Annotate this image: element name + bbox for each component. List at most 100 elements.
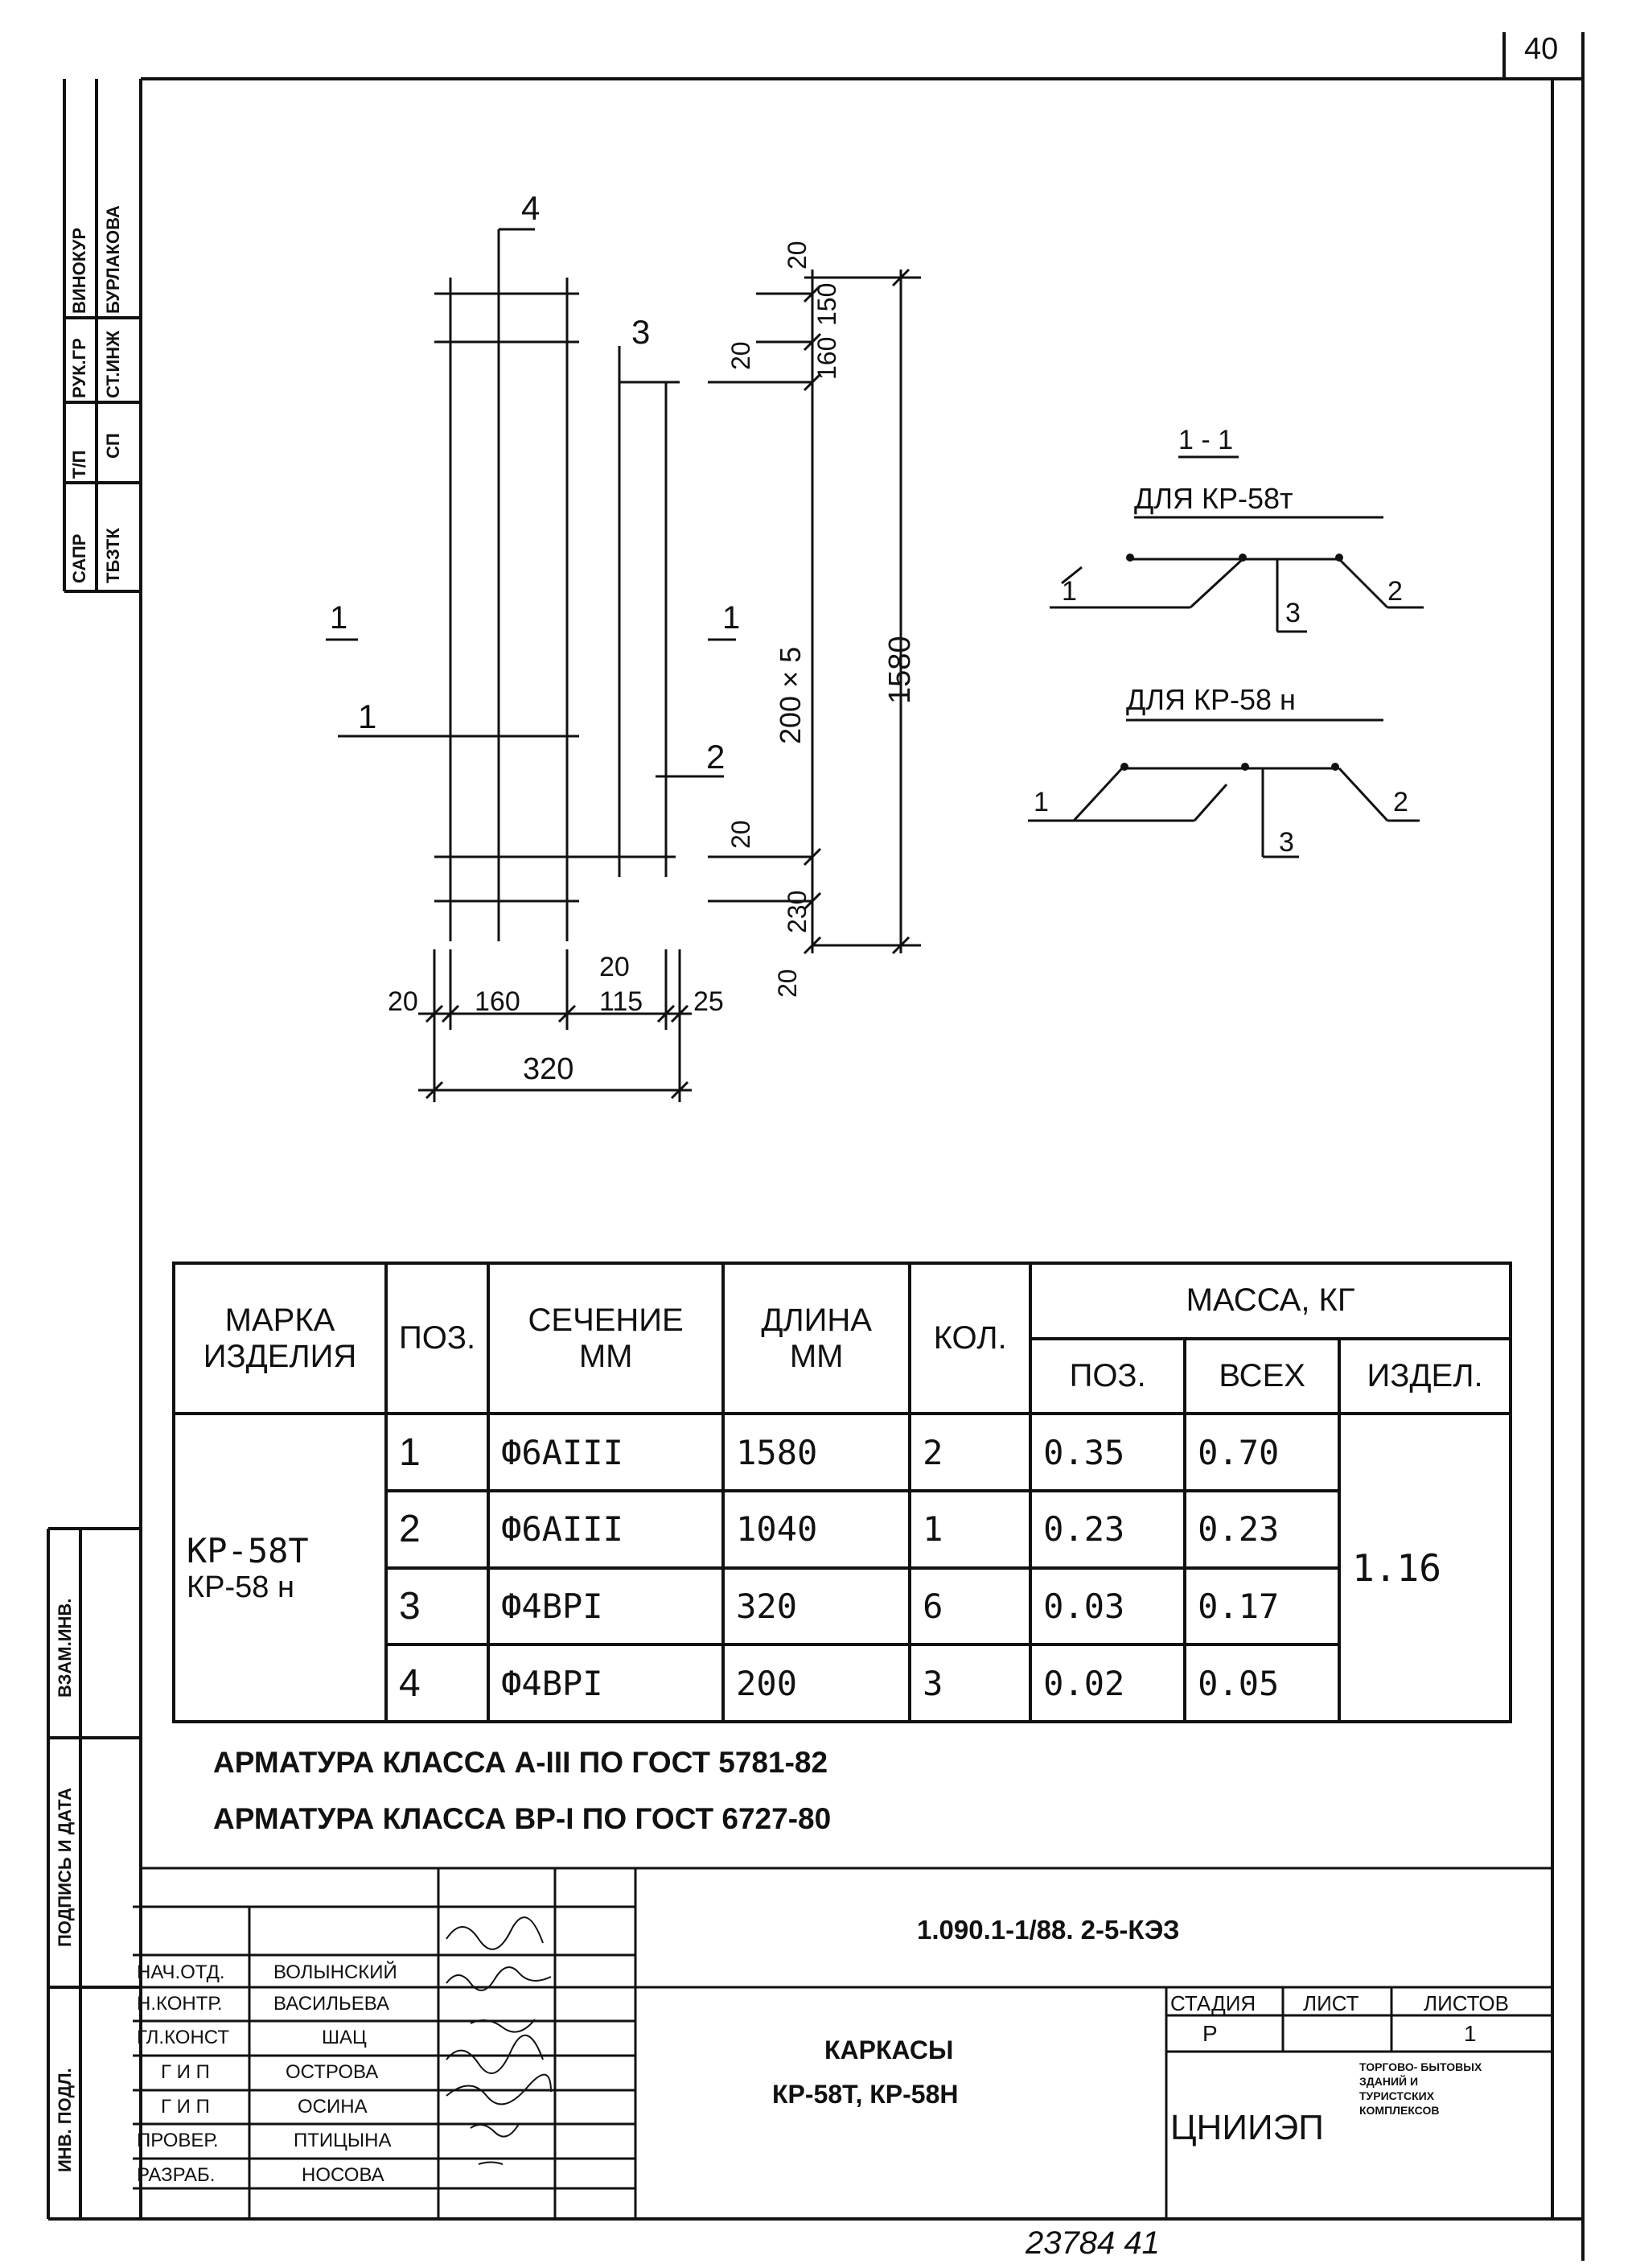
section-h-label-2: 2 bbox=[1393, 787, 1408, 817]
signer-role: ПРОВЕР. bbox=[137, 2130, 219, 2151]
dim-total: 1580 bbox=[883, 636, 917, 704]
dim-bottom-b320: 320 bbox=[523, 1052, 574, 1086]
cell-qty: 1 bbox=[908, 1488, 1033, 1570]
dim-20b: 20 bbox=[726, 820, 755, 849]
dim-bottom-b160: 160 bbox=[475, 986, 520, 1017]
section-h-label-1: 1 bbox=[1034, 787, 1049, 817]
sheets-value: 1 bbox=[1464, 2021, 1477, 2046]
dim-bottom-b115: 115 bbox=[599, 986, 643, 1017]
signer-name: НОСОВА bbox=[302, 2164, 384, 2186]
cell-mass-all: 0.17 bbox=[1183, 1566, 1342, 1647]
left-strip-signature: ПОДПИСЬ И ДАТА bbox=[55, 1787, 75, 1947]
dim-160: 160 bbox=[812, 336, 841, 380]
section-mark-left: 1 bbox=[330, 600, 348, 636]
left-strip-replace: ВЗАМ.ИНВ. bbox=[55, 1598, 75, 1698]
section-h-label-3: 3 bbox=[1279, 827, 1294, 858]
section-t-label-2: 2 bbox=[1387, 576, 1403, 607]
signer-name: ОСТРОВА bbox=[286, 2061, 379, 2083]
cell-mass-all: 0.70 bbox=[1183, 1412, 1342, 1492]
signer-role: РАЗРАБ. bbox=[137, 2164, 216, 2186]
table-row: 2 Ф6АIII 1040 1 0.23 0.23 bbox=[174, 1488, 1511, 1570]
dim-bottom-20: 20 bbox=[773, 969, 802, 998]
th-length: ДЛИНА ММ bbox=[721, 1261, 912, 1416]
cell-section: Ф4ВРI bbox=[487, 1643, 726, 1723]
cell-qty: 6 bbox=[908, 1566, 1033, 1647]
drawing-title-2: КР-58Т, КР-58Н bbox=[772, 2080, 959, 2109]
section-mark-right: 1 bbox=[722, 600, 741, 636]
th-mass-item: ИЗДЕЛ. bbox=[1338, 1336, 1512, 1416]
stage-value: Р bbox=[1202, 2021, 1218, 2046]
cell-length: 1580 bbox=[721, 1412, 912, 1492]
signer-name: ШАЦ bbox=[322, 2027, 367, 2048]
sheet-label: ЛИСТ bbox=[1303, 1991, 1359, 2015]
cell-section: Ф6АIII bbox=[487, 1412, 726, 1492]
side-name: ТБЗТК bbox=[103, 528, 123, 583]
signer-role: Н.КОНТР. bbox=[137, 1993, 223, 2015]
cell-length: 1040 bbox=[721, 1488, 912, 1570]
dim-top-20: 20 bbox=[783, 241, 812, 270]
drawing-code: 1.090.1-1/88. 2-5-КЭЗ bbox=[917, 1915, 1180, 1945]
section-title: 1 - 1 bbox=[1178, 425, 1234, 455]
table-row: 3 Ф4ВРI 320 6 0.03 0.17 bbox=[174, 1566, 1511, 1647]
table-row: КР-58Т КР-58 н 1 Ф6АIII 1580 2 0.35 0.70… bbox=[172, 1412, 1512, 1723]
cell-section: Ф6АIII bbox=[487, 1488, 726, 1570]
dim-bottom-b25: 25 bbox=[693, 986, 724, 1017]
dim-20a: 20 bbox=[726, 341, 755, 370]
th-section: СЕЧЕНИЕ ММ bbox=[487, 1261, 726, 1416]
signer-role: Г И П bbox=[161, 2061, 210, 2083]
signer-role: НАЧ.ОТД. bbox=[137, 1961, 225, 1983]
section-t-label-1: 1 bbox=[1062, 576, 1077, 607]
specification-table: МАРКА ИЗДЕЛИЯ ПОЗ. СЕЧЕНИЕ ММ ДЛИНА ММ К… bbox=[172, 1261, 1512, 1723]
note-rebar-vr1: АРМАТУРА КЛАССА ВР-I ПО ГОСТ 6727-80 bbox=[213, 1802, 832, 1835]
mark-main: КР-58Т bbox=[187, 1530, 309, 1570]
cell-section: Ф4ВРI bbox=[487, 1566, 726, 1647]
side-name: СТ.ИНЖ bbox=[103, 331, 123, 398]
side-role: Т/П bbox=[69, 450, 89, 479]
cell-qty: 2 bbox=[908, 1412, 1033, 1492]
signer-role: ГЛ.КОНСТ bbox=[137, 2027, 229, 2048]
side-role: САПР bbox=[69, 533, 89, 583]
cell-qty: 3 bbox=[908, 1643, 1033, 1723]
mark-alt: КР-58 н bbox=[187, 1570, 294, 1604]
signer-name: ПТИЦЫНА bbox=[294, 2130, 392, 2151]
position-label-4: 4 bbox=[521, 189, 541, 227]
cell-mass-all: 0.05 bbox=[1183, 1643, 1342, 1723]
th-mass-all: ВСЕХ bbox=[1183, 1336, 1342, 1416]
signer-name: ВОЛЫНСКИЙ bbox=[273, 1961, 397, 1983]
section-variant-t: ДЛЯ КР-58т bbox=[1134, 482, 1293, 515]
th-mass: МАССА, КГ bbox=[1029, 1262, 1512, 1340]
cell-pos: 4 bbox=[384, 1643, 491, 1723]
table-row: 4 Ф4ВРI 200 3 0.02 0.05 bbox=[174, 1643, 1511, 1723]
th-qty: КОЛ. bbox=[908, 1261, 1033, 1416]
footer-number: 23784 41 bbox=[1026, 2225, 1160, 2261]
cell-length: 200 bbox=[721, 1643, 912, 1723]
mark-cell: КР-58Т КР-58 н bbox=[172, 1412, 388, 1723]
side-name: СП bbox=[103, 433, 123, 459]
cell-mass-all: 0.23 bbox=[1183, 1488, 1342, 1570]
th-mass-pos: ПОЗ. bbox=[1029, 1336, 1187, 1416]
organization-description: ТОРГОВО- БЫТОВЫХ ЗДАНИЙ И ТУРИСТСКИХ КОМ… bbox=[1359, 2060, 1482, 2117]
th-mark: МАРКА ИЗДЕЛИЯ bbox=[172, 1261, 388, 1416]
side-role: ВИНОКУР bbox=[69, 227, 89, 314]
position-label-2: 2 bbox=[706, 738, 726, 776]
section-t-label-3: 3 bbox=[1285, 598, 1301, 628]
cell-mass-pos: 0.23 bbox=[1029, 1488, 1187, 1570]
dim-230: 230 bbox=[783, 890, 812, 933]
organization-name: ЦНИИЭП bbox=[1170, 2108, 1324, 2147]
signer-role: Г И П bbox=[161, 2096, 210, 2118]
stage-label: СТАДИЯ bbox=[1170, 1991, 1256, 2015]
dim-bottom-b20b: 20 bbox=[599, 952, 630, 982]
note-rebar-a3: АРМАТУРА КЛАССА А-III ПО ГОСТ 5781-82 bbox=[213, 1746, 828, 1779]
cell-length: 320 bbox=[721, 1566, 912, 1647]
dim-pitch: 200 × 5 bbox=[774, 646, 807, 744]
cell-mass-pos: 0.35 bbox=[1029, 1412, 1187, 1492]
th-pos: ПОЗ. bbox=[384, 1261, 491, 1416]
cell-mass-pos: 0.03 bbox=[1029, 1566, 1187, 1647]
drawing-title-1: КАРКАСЫ bbox=[824, 2035, 954, 2064]
sheets-label: ЛИСТОВ bbox=[1424, 1991, 1509, 2015]
cell-pos: 3 bbox=[384, 1566, 491, 1647]
cell-pos: 2 bbox=[384, 1488, 491, 1570]
signature-marks bbox=[446, 1916, 552, 2165]
side-role: РУК.ГР bbox=[69, 338, 89, 398]
